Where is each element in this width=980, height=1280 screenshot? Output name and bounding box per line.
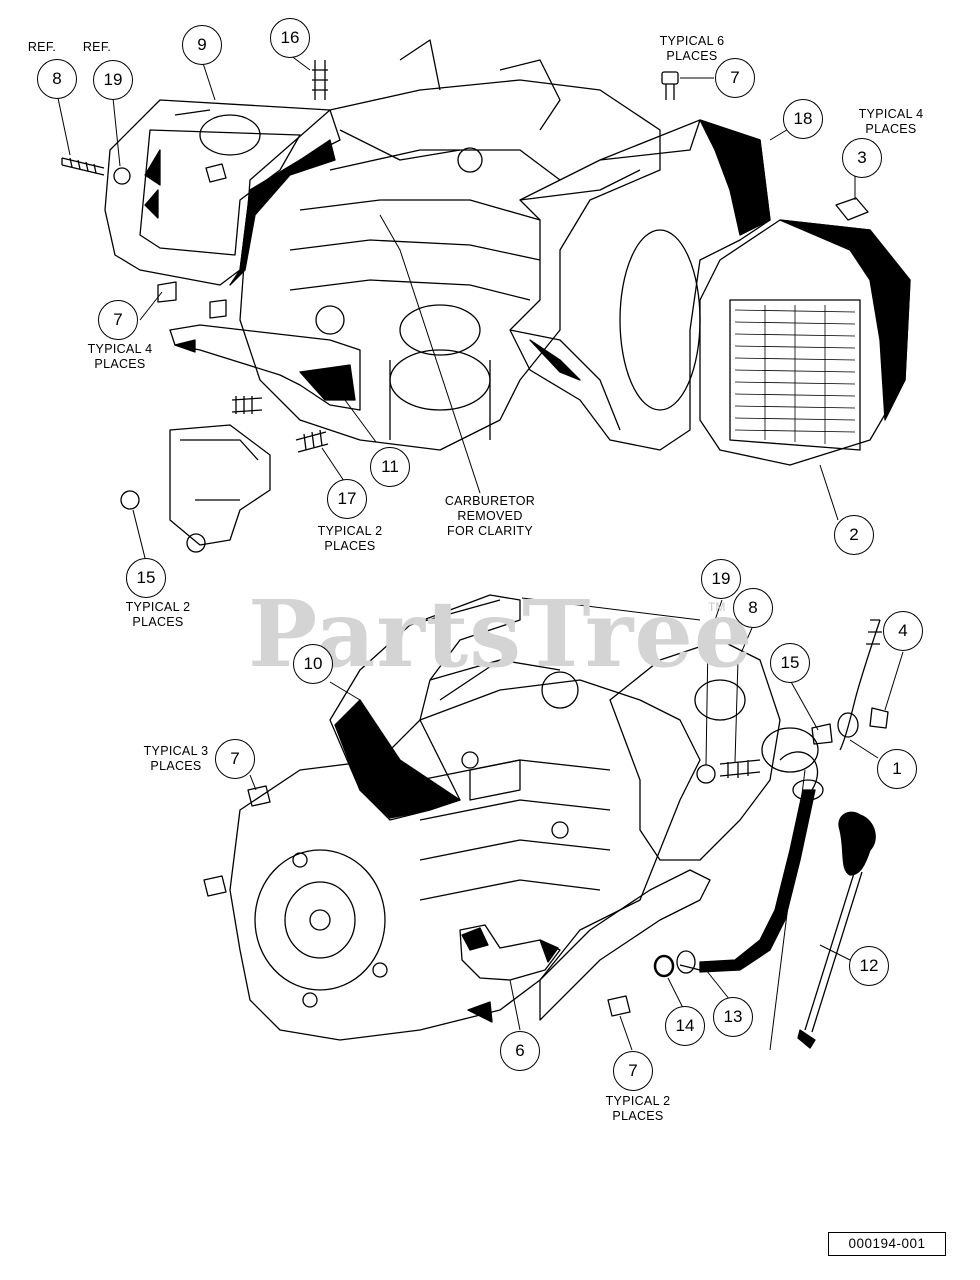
valve-cover [104, 99, 341, 286]
watermark-trademark: TM [708, 600, 726, 614]
exhaust-cover [609, 639, 781, 861]
callout-10: 10 [293, 644, 333, 684]
upper-engine-block [239, 39, 661, 451]
callout-4: 4 [883, 611, 923, 651]
callout-9: 9 [182, 25, 222, 65]
leaders-bottom [249, 597, 904, 1051]
callout-8: 8 [733, 588, 773, 628]
callout-15: 15 [770, 643, 810, 683]
callout-7: 7 [215, 739, 255, 779]
callout-12: 12 [849, 946, 889, 986]
bolts-top [120, 60, 869, 553]
callout-7: 7 [715, 58, 755, 98]
drawing-number: 000194-001 [828, 1232, 946, 1256]
callout-14: 14 [665, 1006, 705, 1046]
callout-18: 18 [783, 99, 823, 139]
callout-6: 6 [500, 1031, 540, 1071]
bolts-bottom [203, 785, 631, 1017]
callout-17: 17 [327, 479, 367, 519]
callout-8: 8 [37, 59, 77, 99]
starter-mount [169, 424, 271, 546]
callout-1: 1 [877, 749, 917, 789]
callout-16: 16 [270, 18, 310, 58]
ground-wire [837, 619, 882, 751]
callout-19: 19 [701, 559, 741, 599]
callout-15: 15 [126, 558, 166, 598]
note-ref: REF. [27, 40, 57, 54]
callout-19: 19 [93, 60, 133, 100]
lower-blower-housing [329, 594, 521, 821]
callout-2: 2 [834, 515, 874, 555]
callout-7: 7 [98, 300, 138, 340]
lower-engine-block [229, 659, 701, 1041]
callout-13: 13 [713, 997, 753, 1037]
callout-7: 7 [613, 1051, 653, 1091]
leaders-top [57, 54, 856, 563]
dipstick [797, 869, 863, 1049]
lower-bracket [459, 869, 711, 1021]
blower-housing [509, 119, 771, 451]
callout-11: 11 [370, 447, 410, 487]
note-ref: REF. [82, 40, 112, 54]
callout-3: 3 [842, 138, 882, 178]
